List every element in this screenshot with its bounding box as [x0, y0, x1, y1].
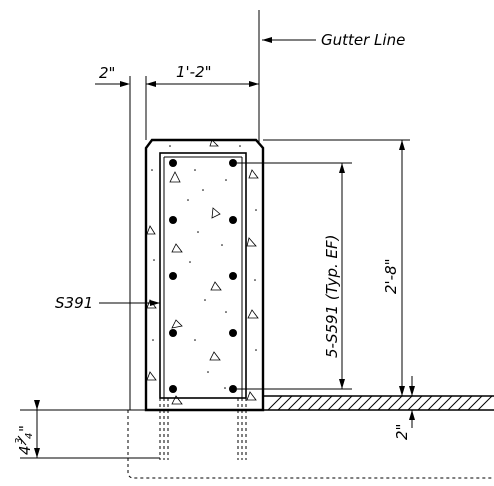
gutter-hatch — [267, 395, 493, 411]
svg-text:4: 4 — [24, 433, 35, 439]
s591-arrow-bottom — [339, 379, 345, 389]
bottom-arrow-bottom — [409, 410, 415, 420]
depth-dim-label: 4 3 4 " — [14, 425, 35, 455]
rebar-dot — [169, 216, 177, 224]
svg-text:4: 4 — [16, 445, 34, 455]
s391-leader-arrow — [150, 300, 160, 306]
rebar-dot — [169, 159, 177, 167]
depth-arrow-bottom — [34, 448, 40, 458]
concrete-specks — [151, 145, 257, 389]
rebar-dot — [229, 216, 237, 224]
svg-text:": " — [16, 425, 34, 432]
rebar-dot — [169, 385, 177, 393]
gutter-line-label: Gutter Line — [321, 31, 405, 49]
height-arrow-top — [399, 140, 405, 150]
gutter-leader-arrow — [262, 37, 272, 43]
rebar-dot — [229, 385, 237, 393]
svg-text:3: 3 — [14, 438, 25, 444]
rebar-dot — [229, 329, 237, 337]
rebar-dot — [169, 329, 177, 337]
height-label: 2'-8" — [382, 258, 400, 294]
s591-label: 5-S591 (Typ. EF) — [323, 235, 341, 358]
bottom-dim-label: 2" — [393, 424, 411, 440]
concrete-aggregate — [146, 139, 259, 405]
dim-offset-label: 2" — [99, 64, 115, 82]
depth-arrow-top — [34, 400, 40, 410]
dim-offset-arrow — [120, 81, 130, 87]
s591-arrow-top — [339, 163, 345, 173]
s391-label: S391 — [55, 294, 93, 312]
rebar-cage — [159, 152, 247, 399]
dim-width-arrow-right — [249, 81, 259, 87]
dim-width-label: 1'-2" — [176, 63, 212, 81]
bottom-arrow-top — [409, 386, 415, 396]
height-arrow-bottom — [399, 386, 405, 396]
rebar-dot — [229, 272, 237, 280]
dim-width-arrow-left — [146, 81, 156, 87]
dowel-bars — [159, 398, 247, 460]
rebar-dot — [229, 159, 237, 167]
slab-outline — [127, 410, 494, 479]
rebar-dots — [169, 159, 237, 393]
rebar-dot — [169, 272, 177, 280]
